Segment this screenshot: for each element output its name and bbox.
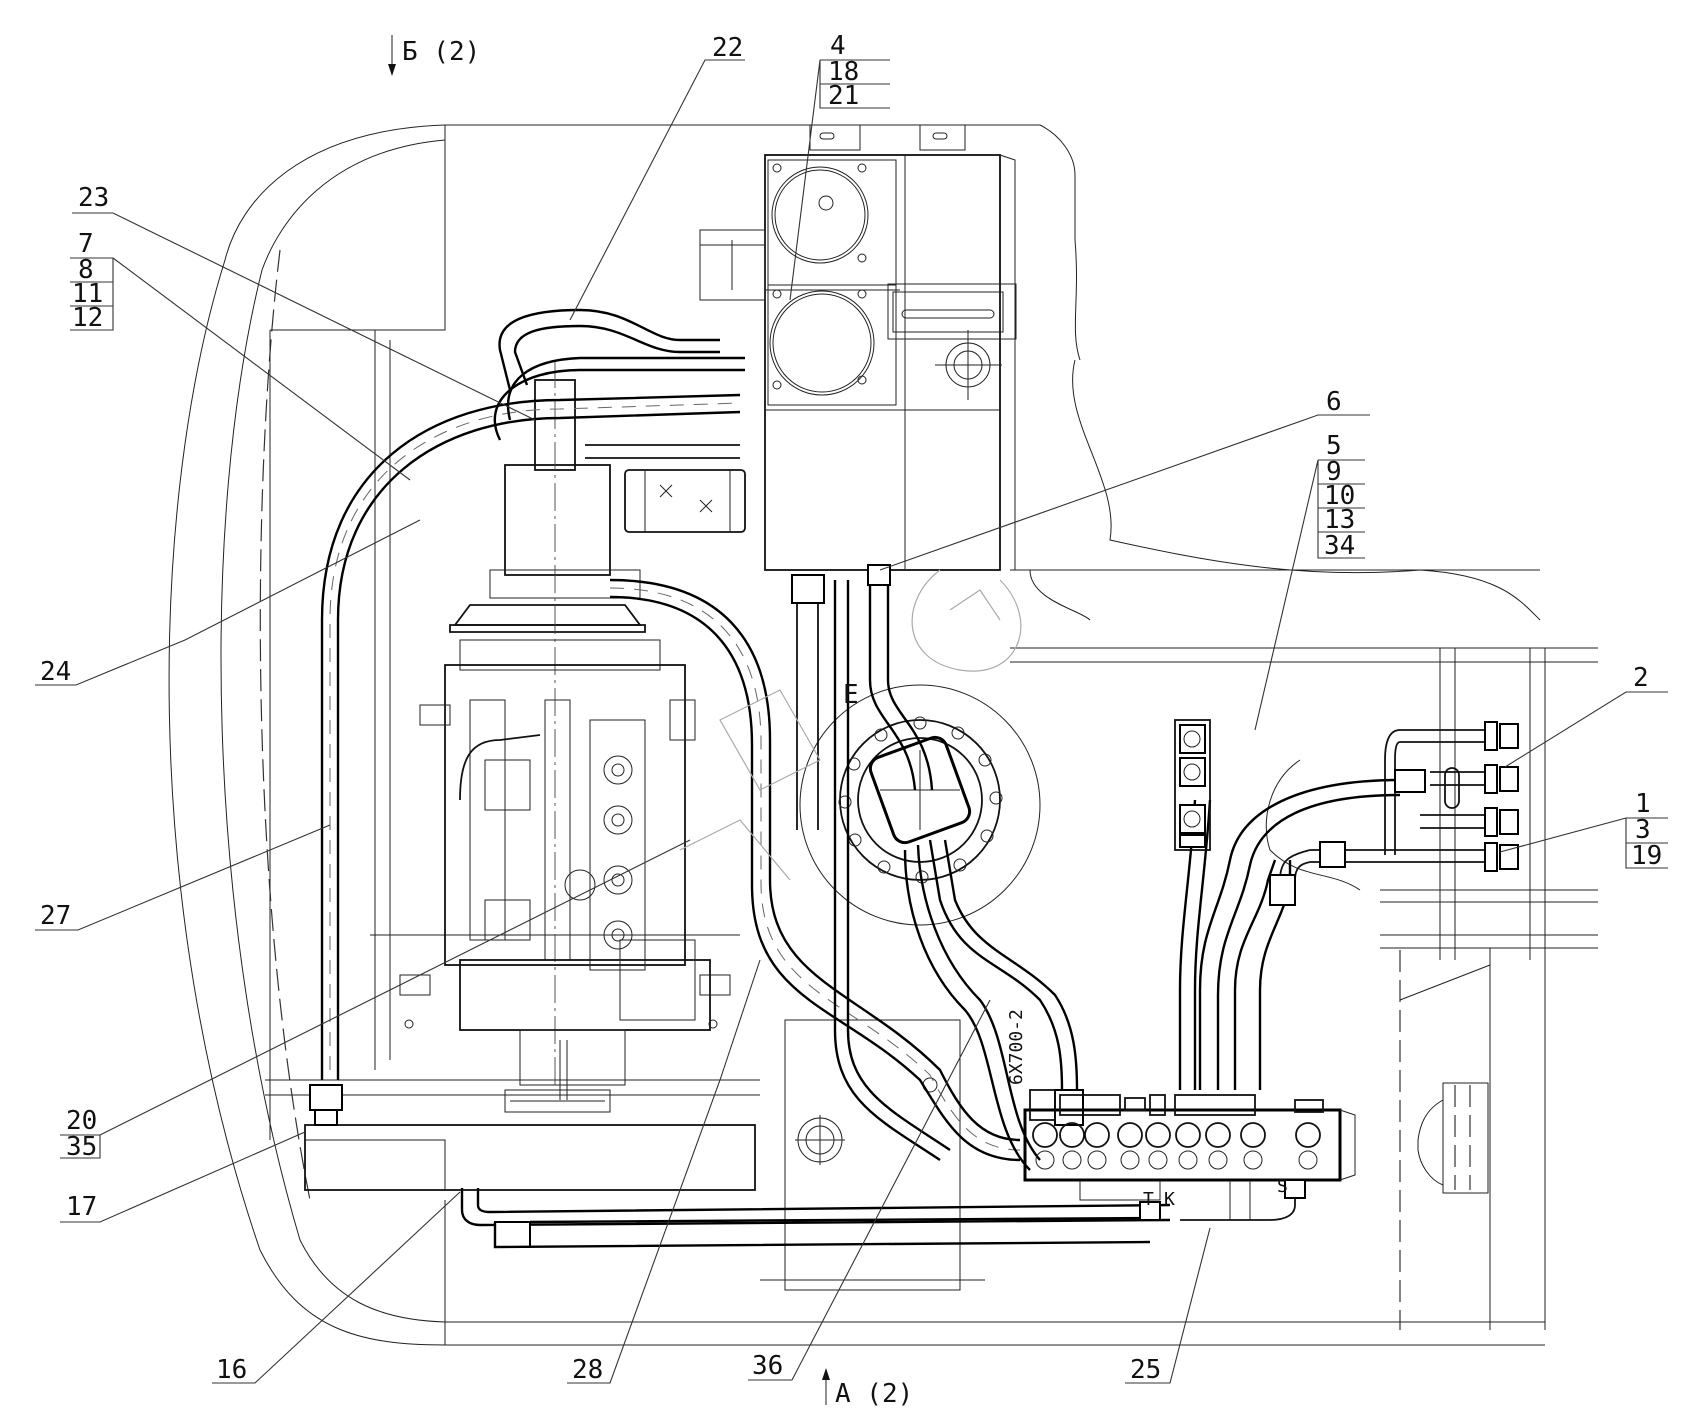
callout-22: 22: [569, 33, 745, 321]
callout-2: 2: [1504, 663, 1668, 768]
callout-1: 1 3 19: [1499, 789, 1668, 871]
callout-25: 25: [1125, 1227, 1211, 1385]
callout-1-text: 1: [1635, 789, 1651, 819]
callout-5: 5 9 10 13 34: [1254, 431, 1365, 731]
callout-28-text: 28: [572, 1355, 603, 1385]
callout-34-text: 34: [1324, 531, 1355, 561]
callout-16-text: 16: [216, 1355, 247, 1385]
view-mark-b: Б (2): [388, 35, 480, 76]
callout-9-text: 9: [1326, 457, 1342, 487]
callout-4: 4 18 21: [789, 31, 890, 301]
callout-19-text: 19: [1631, 841, 1662, 871]
callout-13-text: 13: [1324, 505, 1355, 535]
view-mark-b-label: Б (2): [402, 37, 480, 67]
annotations: Б (2) A (2) E 6X700-2 T K S: [388, 35, 1288, 1409]
callout-12-text: 12: [72, 303, 103, 333]
view-mark-a: A (2): [822, 1368, 913, 1409]
callout-36-text: 36: [752, 1351, 783, 1381]
callout-4-text: 4: [830, 31, 846, 61]
detail-label-e: E: [843, 680, 859, 710]
callout-23: 23: [72, 183, 536, 421]
callout-11-text: 11: [72, 279, 103, 309]
callout-24: 24: [35, 519, 421, 687]
callout-5-text: 5: [1326, 431, 1342, 461]
frame-outline: [168, 124, 1598, 1346]
callout-8-text: 8: [78, 255, 94, 285]
callout-20-text: 20: [66, 1106, 97, 1136]
callout-6: 6: [879, 387, 1370, 571]
fuel-tank: [304, 1084, 756, 1191]
callout-27-text: 27: [40, 901, 71, 931]
hoses: [320, 308, 1519, 1249]
callout-27: 27: [35, 824, 331, 931]
callout-16: 16: [212, 1191, 461, 1385]
callout-21-text: 21: [828, 81, 859, 111]
callout-28: 28: [567, 959, 761, 1385]
callout-10-text: 10: [1324, 481, 1355, 511]
callout-17: 17: [60, 1131, 306, 1223]
callout-25-text: 25: [1130, 1355, 1161, 1385]
callout-2-text: 2: [1633, 663, 1649, 693]
callout-22-text: 22: [712, 33, 743, 63]
view-mark-a-label: A (2): [835, 1379, 913, 1409]
steering-unit: [799, 684, 1041, 926]
callouts: 22 4 18 21 23 7 8 11 12 6 5: [35, 31, 1668, 1385]
callout-17-text: 17: [66, 1192, 97, 1222]
callout-23-text: 23: [78, 183, 109, 213]
callout-24-text: 24: [40, 657, 71, 687]
callout-3-text: 3: [1635, 815, 1651, 845]
hydraulic-tank: [699, 125, 1017, 571]
hose-marking: 6X700-2: [1006, 1009, 1027, 1085]
callout-20: 20 35: [60, 839, 691, 1162]
lamp-shape: [1417, 1082, 1489, 1194]
callout-7: 7 8 11 12: [70, 229, 411, 481]
callout-36: 36: [748, 999, 991, 1381]
control-valve: [1023, 1089, 1356, 1221]
port-label-t: T: [1143, 1189, 1154, 1210]
callout-6-text: 6: [1326, 387, 1342, 417]
watermark: [679, 569, 1022, 881]
callout-35-text: 35: [66, 1132, 97, 1162]
port-label-k: K: [1164, 1189, 1175, 1210]
engine-block: [399, 639, 731, 1113]
pump-assembly: [449, 360, 746, 1090]
callout-7-text: 7: [78, 229, 94, 259]
manifold-block: [1174, 719, 1211, 851]
port-label-s: S: [1277, 1176, 1288, 1197]
callout-18-text: 18: [828, 57, 859, 87]
